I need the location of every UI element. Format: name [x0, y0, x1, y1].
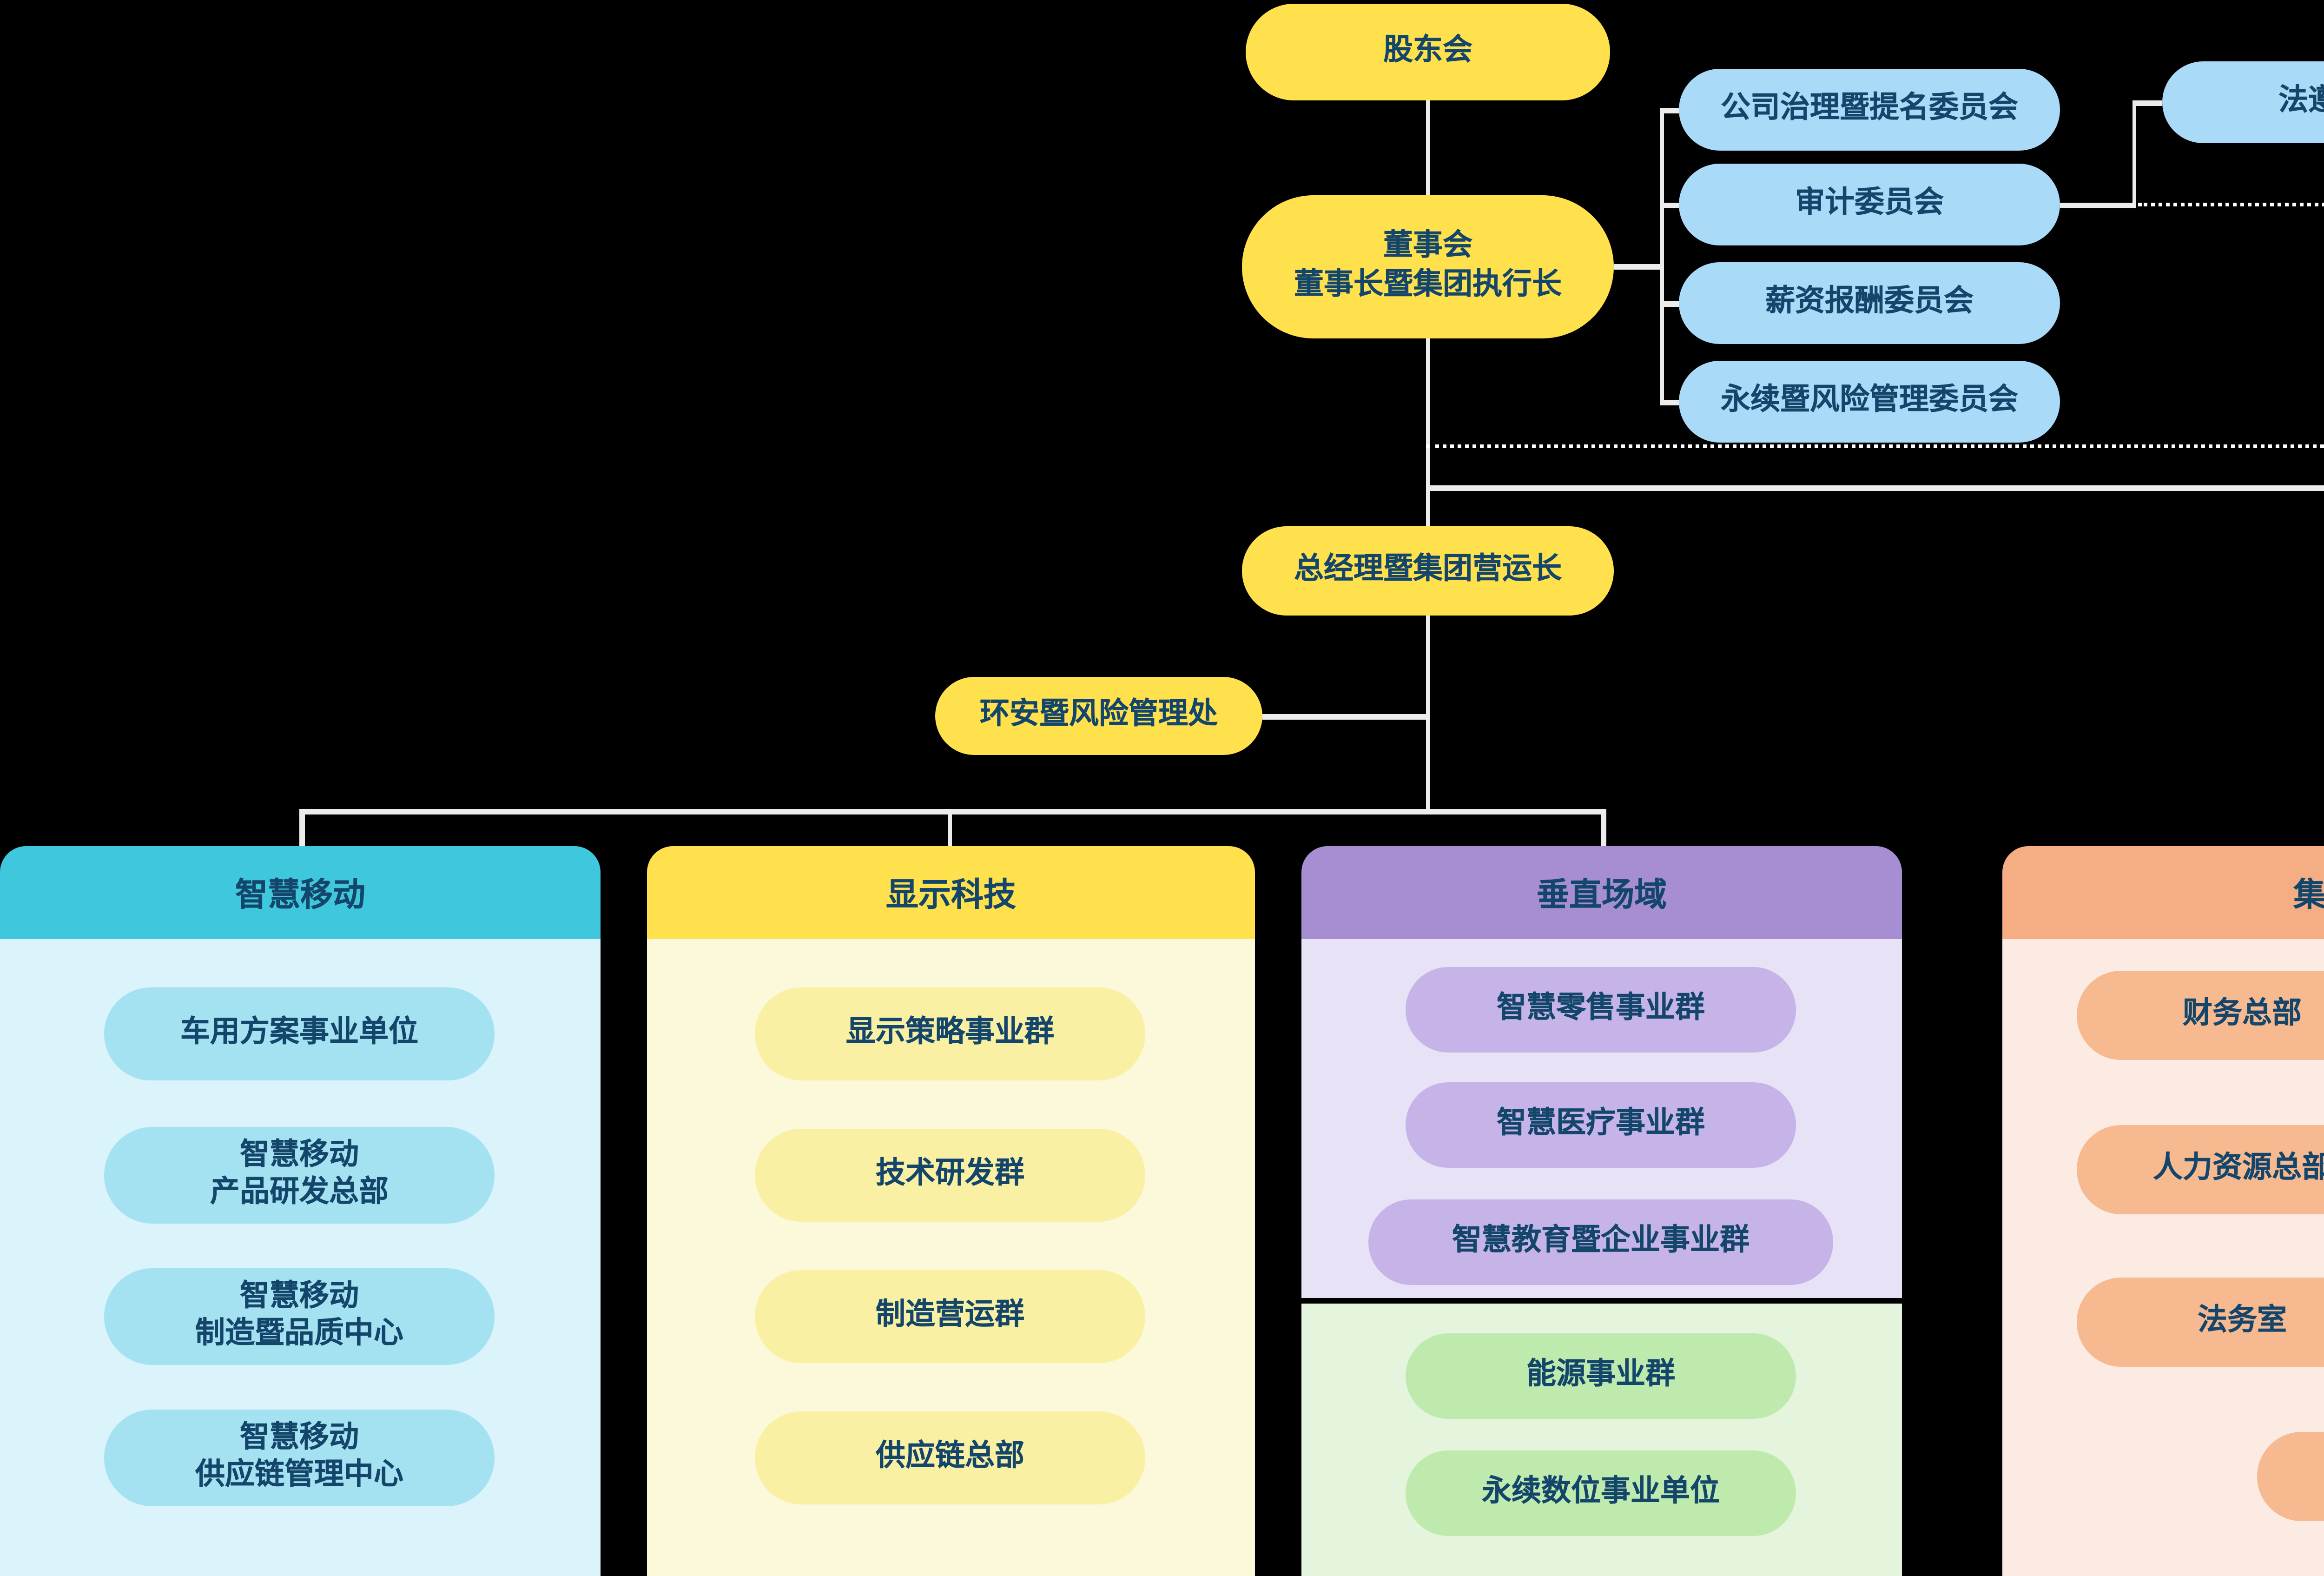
- node-sm-manufacturing-quality-line1: 智慧移动: [239, 1280, 359, 1312]
- connector-committee-4-stub: [1660, 400, 1679, 404]
- connector-audit-compliance-h2: [2133, 100, 2162, 105]
- node-sm-supply-chain-line1: 智慧移动: [239, 1422, 359, 1454]
- node-manufacturing-ops-group: 制造营运群: [755, 1270, 1145, 1363]
- node-chief-compliance-counsel: 法遵总顾问: [2162, 61, 2324, 143]
- node-supply-chain-hq: 供应链总部: [755, 1411, 1145, 1504]
- node-display-strategy-group: 显示策略事业群: [755, 987, 1145, 1080]
- connector-audit-compliance-h: [2060, 203, 2136, 207]
- connector-committees-bracket: [1659, 108, 1664, 404]
- node-smart-healthcare-group: 智慧医疗事业群: [1406, 1082, 1796, 1168]
- connector-drop-display-tech: [947, 809, 952, 846]
- node-sm-manufacturing-quality-center-label: 智慧移动 制造暨品质中心: [195, 1278, 403, 1355]
- node-committee-audit-label: 审计委员会: [1795, 187, 1944, 219]
- connector-committee-3-stub: [1660, 301, 1679, 306]
- connector-esh-risk: [1262, 714, 1428, 719]
- node-audit-management-office: 稽核管理处: [2257, 1432, 2324, 1521]
- division-group-support-header: 集团营运支援单位: [2002, 846, 2324, 939]
- node-smart-education-enterprise-group-label: 智慧教育暨企业事业群: [1452, 1225, 1750, 1257]
- connector-support-branch-h: [1426, 485, 2324, 490]
- node-sm-supply-chain-center-label: 智慧移动 供应链管理中心: [195, 1420, 403, 1496]
- division-display-tech-title: 显示科技: [886, 875, 1016, 912]
- node-smart-retail-group-label: 智慧零售事业群: [1496, 993, 1705, 1025]
- node-smart-retail-group: 智慧零售事业群: [1406, 967, 1796, 1053]
- division-vertical-domains-title: 垂直场域: [1537, 875, 1667, 912]
- node-committee-audit: 审计委员会: [1679, 164, 2060, 245]
- node-finance-hq-label: 财务总部: [2182, 998, 2302, 1030]
- node-legal-office: 法务室: [2077, 1278, 2324, 1367]
- node-committee-compensation: 薪资报酬委员会: [1679, 262, 2060, 344]
- node-sm-product-rd-hq-label: 智慧移动 产品研发总部: [210, 1137, 389, 1213]
- node-committee-compensation-label: 薪资报酬委员会: [1765, 286, 1974, 318]
- node-legal-office-label: 法务室: [2197, 1305, 2287, 1337]
- connector-committee-1-stub: [1660, 108, 1679, 113]
- node-board-of-directors: 董事会 董事长暨集团执行长: [1242, 195, 1614, 338]
- node-finance-hq: 财务总部: [2077, 971, 2324, 1060]
- node-chief-compliance-counsel-label: 法遵总顾问: [2278, 85, 2324, 117]
- division-group-support-title: 集团营运支援单位: [2293, 875, 2324, 912]
- connector-shareholders-board: [1425, 100, 1430, 195]
- node-automotive-solutions-unit: 车用方案事业单位: [104, 987, 495, 1080]
- connector-board-committees-stub: [1614, 264, 1662, 269]
- node-president-coo: 总经理暨集团营运长: [1242, 526, 1614, 616]
- node-committee-governance-nomination: 公司治理暨提名委员会: [1679, 69, 2060, 151]
- node-esh-risk-office: 环安暨风险管理处: [935, 677, 1262, 755]
- node-automotive-solutions-unit-label: 车用方案事业单位: [180, 1017, 418, 1049]
- connector-committee-2-stub: [1660, 203, 1679, 207]
- node-board-line1: 董事会: [1383, 231, 1472, 263]
- node-sm-product-rd-hq: 智慧移动 产品研发总部: [104, 1127, 495, 1224]
- node-committee-sustainability-risk: 永续暨风险管理委员会: [1679, 361, 2060, 443]
- node-supply-chain-hq-label: 供应链总部: [875, 1441, 1024, 1473]
- node-sm-supply-chain-center: 智慧移动 供应链管理中心: [104, 1410, 495, 1506]
- node-esh-risk-office-label: 环安暨风险管理处: [979, 699, 1218, 731]
- node-board-line2: 董事长暨集团执行长: [1294, 269, 1562, 300]
- node-tech-rd-group-label: 技术研发群: [875, 1158, 1024, 1190]
- node-sm-supply-chain-line2: 供应链管理中心: [195, 1460, 403, 1491]
- node-sustainable-digital-unit: 永续数位事业单位: [1406, 1450, 1796, 1536]
- connector-drop-vertical-domains: [1601, 809, 1605, 846]
- node-smart-healthcare-group-label: 智慧医疗事业群: [1496, 1108, 1705, 1140]
- connector-audit-compliance-v: [2132, 100, 2136, 206]
- node-manufacturing-ops-group-label: 制造营运群: [875, 1299, 1024, 1331]
- connector-divisions-bar: [299, 809, 1604, 814]
- division-display-tech-header: 显示科技: [647, 846, 1255, 939]
- node-committee-governance-nomination-label: 公司治理暨提名委员会: [1720, 93, 2018, 125]
- node-shareholders-meeting: 股东会: [1246, 4, 1610, 100]
- connector-board-president: [1425, 338, 1430, 526]
- node-hr-hq: 人力资源总部: [2077, 1125, 2324, 1214]
- node-energy-group-label: 能源事业群: [1526, 1359, 1675, 1391]
- node-sustainable-digital-unit-label: 永续数位事业单位: [1481, 1476, 1720, 1508]
- division-smart-mobility-title: 智慧移动: [235, 875, 365, 912]
- node-president-coo-label: 总经理暨集团营运长: [1294, 554, 1562, 586]
- node-committee-sustainability-risk-label: 永续暨风险管理委员会: [1720, 384, 2018, 417]
- node-energy-group: 能源事业群: [1406, 1333, 1796, 1419]
- dotted-compliance-board-h: [1426, 444, 2324, 448]
- node-hr-hq-label: 人力资源总部: [2152, 1152, 2324, 1185]
- division-smart-mobility-header: 智慧移动: [0, 846, 601, 939]
- connector-drop-smart-mobility: [299, 809, 304, 846]
- node-board-of-directors-label: 董事会 董事长暨集团执行长: [1294, 229, 1562, 305]
- node-smart-education-enterprise-group: 智慧教育暨企业事业群: [1368, 1199, 1833, 1285]
- dotted-audit-committee-right: [2138, 203, 2324, 206]
- node-sm-manufacturing-quality-center: 智慧移动 制造暨品质中心: [104, 1268, 495, 1365]
- connector-president-divisions: [1425, 616, 1430, 813]
- node-shareholders-meeting-label: 股东会: [1383, 35, 1472, 67]
- division-vertical-domains-header: 垂直场域: [1301, 846, 1902, 939]
- node-display-strategy-group-label: 显示策略事业群: [845, 1017, 1054, 1049]
- node-sm-product-rd-hq-line1: 智慧移动: [239, 1139, 359, 1171]
- node-sm-manufacturing-quality-line2: 制造暨品质中心: [195, 1318, 403, 1350]
- node-sm-product-rd-hq-line2: 产品研发总部: [210, 1177, 389, 1209]
- node-tech-rd-group: 技术研发群: [755, 1129, 1145, 1222]
